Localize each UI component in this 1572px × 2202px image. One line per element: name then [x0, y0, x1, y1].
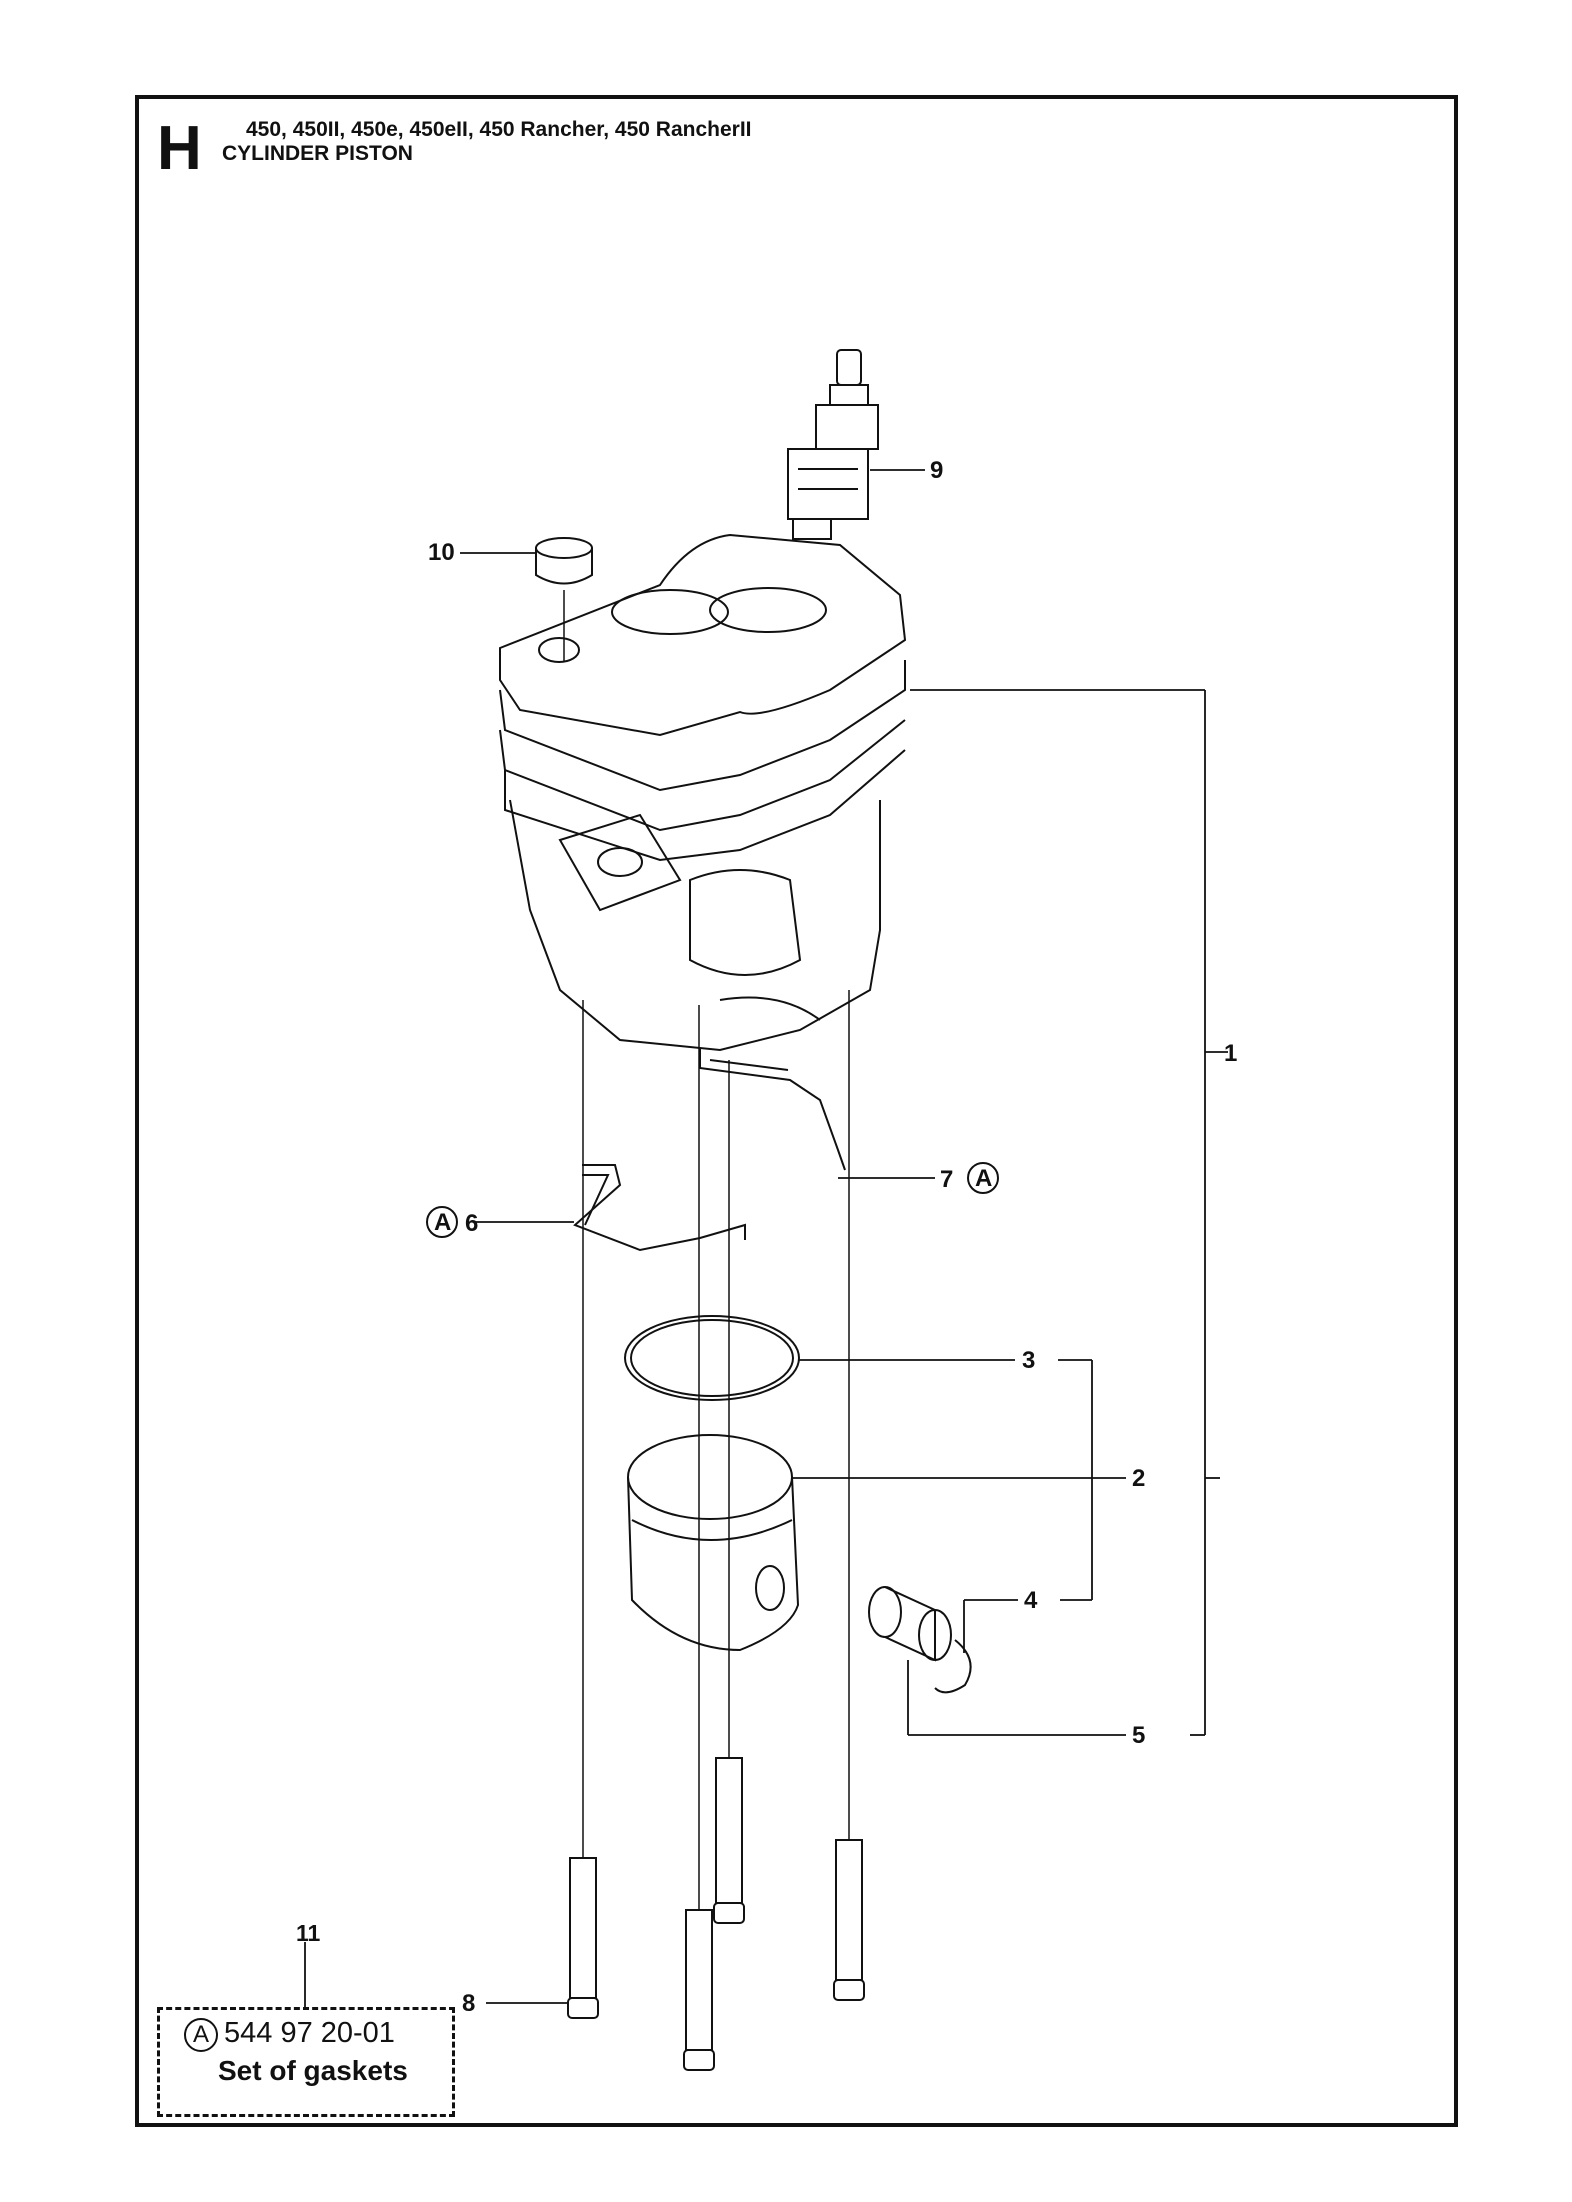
piston-ring: [624, 1315, 800, 1401]
callout-8: 8: [462, 1990, 475, 2017]
callout-7: 7: [940, 1166, 953, 1193]
circlip: [934, 1639, 972, 1694]
plug-cover: [535, 537, 593, 585]
spark-plug: [787, 349, 879, 540]
screw-left: [567, 1857, 599, 2019]
gasket-6: [573, 1164, 746, 1252]
kit-part-number: 544 97 20-01: [224, 2017, 395, 2049]
section-letter: H: [157, 114, 202, 183]
screw-center-front: [683, 1909, 715, 2071]
callout-10: 10: [428, 539, 455, 566]
callout-9: 9: [930, 457, 943, 484]
kit-ref-marker: A: [184, 2018, 218, 2052]
gasket-7: [699, 1048, 846, 1171]
callout-1: 1: [1224, 1040, 1237, 1067]
callout-4: 4: [1024, 1587, 1038, 1614]
callout-5: 5: [1132, 1722, 1145, 1749]
screw-center-back: [713, 1757, 745, 1924]
callout-6: 6: [465, 1210, 478, 1237]
callout-3: 3: [1022, 1347, 1035, 1374]
gasket-kit-box: [157, 2007, 455, 2117]
screw-right: [833, 1839, 865, 2001]
callout-7-ref: A: [975, 1165, 992, 1192]
callout-2: 2: [1132, 1465, 1145, 1492]
cylinder: [499, 533, 907, 1052]
kit-description: Set of gaskets: [218, 2055, 408, 2086]
piston: [627, 1434, 800, 1652]
page-title: CYLINDER PISTON: [222, 142, 413, 165]
drawing-frame: [135, 95, 1458, 2127]
callout-11: 11: [296, 1920, 321, 1946]
callout-6-ref: A: [434, 1209, 451, 1236]
needle-bearing: [868, 1586, 952, 1662]
model-list: 450, 450II, 450e, 450eII, 450 Rancher, 4…: [246, 118, 752, 141]
